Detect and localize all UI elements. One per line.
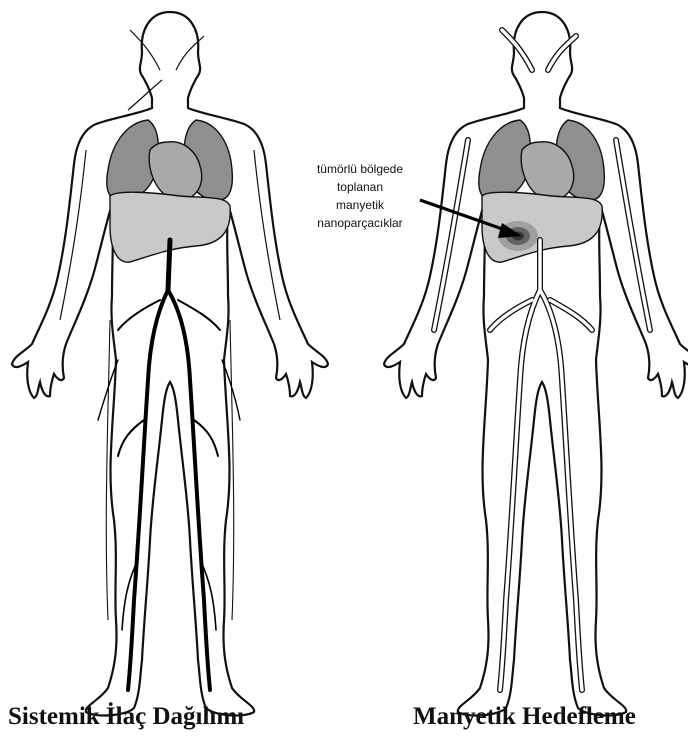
caption-systemic-distribution: Sistemik İlaç Dağılımı bbox=[8, 703, 244, 731]
right-body-outline bbox=[384, 12, 688, 715]
annotation-line: tümörlü bölgede bbox=[296, 160, 424, 178]
annotation-line: toplanan bbox=[296, 178, 424, 196]
caption-magnetic-targeting: Manyetik Hedefleme bbox=[413, 703, 636, 731]
left-body-outline bbox=[12, 12, 328, 715]
tumor-annotation: tümörlü bölgede toplanan manyetik nanopa… bbox=[296, 160, 424, 232]
right-body-figure bbox=[384, 12, 688, 715]
annotation-line: manyetik bbox=[296, 196, 424, 214]
annotation-line: nanoparçacıklar bbox=[296, 214, 424, 232]
left-body-figure bbox=[12, 12, 328, 715]
